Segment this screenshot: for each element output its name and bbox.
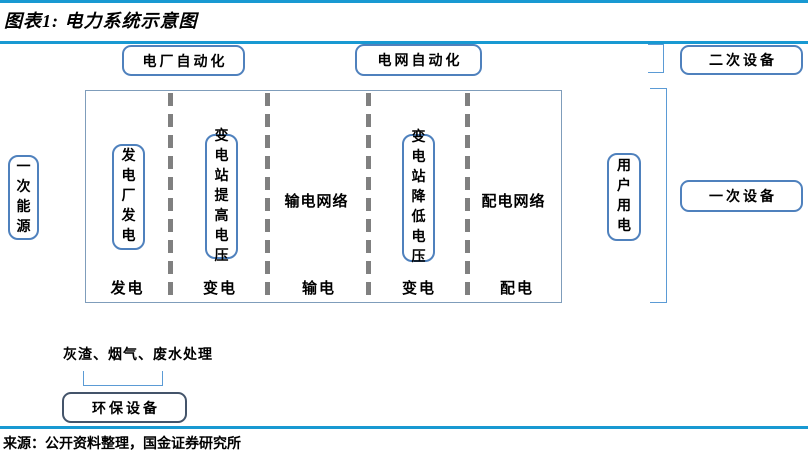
transmission-network-label: 输电网络 <box>284 194 349 210</box>
environmental-equipment-label: 环保设备 <box>92 401 160 417</box>
power-system-frame <box>85 90 562 303</box>
environmental-bracket <box>83 371 163 386</box>
grid-automation-box: 电网自动化 <box>355 44 482 76</box>
substation-step-down-box: 变电站降低电压 <box>402 130 435 265</box>
source-text: 来源：公开资料整理，国金证券研究所 <box>3 437 241 452</box>
stage-divider-4 <box>465 93 470 301</box>
stage-divider-3 <box>366 93 371 301</box>
plant-automation-box: 电厂自动化 <box>122 45 245 76</box>
stage-divider-2 <box>265 93 270 301</box>
primary-energy-box: 一次能源 <box>8 155 39 240</box>
top-rule <box>0 0 808 3</box>
substation-step-up-label: 变电站提高电压 <box>214 128 229 264</box>
stage-label-distribution: 配电 <box>499 281 534 297</box>
secondary-equipment-bracket <box>648 44 664 73</box>
environmental-equipment-box: 环保设备 <box>62 392 187 423</box>
primary-equipment-bracket <box>650 88 667 303</box>
substation-step-up-box: 变电站提高电压 <box>205 129 238 264</box>
stage-label-generation: 发电 <box>110 281 145 297</box>
user-consumption-box: 用户用电 <box>607 153 641 241</box>
secondary-equipment-label: 二次设备 <box>709 54 777 69</box>
waste-treatment-text: 灰渣、烟气、废水处理 <box>63 348 213 363</box>
stage-label-transmission: 输电 <box>301 281 336 297</box>
stage-label-transform-1: 变电 <box>202 281 237 297</box>
footer-rule <box>0 426 808 429</box>
plant-generation-box: 发电厂发电 <box>112 144 145 250</box>
stage-divider-1 <box>168 93 173 301</box>
primary-energy-label: 一次能源 <box>16 159 31 235</box>
stage-label-transform-2: 变电 <box>401 281 436 297</box>
title-divider-rule <box>0 41 808 44</box>
plant-automation-label: 电厂自动化 <box>142 54 228 70</box>
user-consumption-label: 用户用电 <box>617 159 631 234</box>
secondary-equipment-box: 二次设备 <box>680 45 803 75</box>
primary-equipment-box: 一次设备 <box>680 180 803 212</box>
grid-automation-label: 电网自动化 <box>377 54 463 69</box>
primary-equipment-label: 一次设备 <box>709 190 777 205</box>
figure-title: 图表1: 电力系统示意图 <box>4 11 198 31</box>
plant-generation-label: 发电厂发电 <box>121 149 136 244</box>
distribution-network-label: 配电网络 <box>481 194 546 210</box>
substation-step-down-label: 变电站降低电压 <box>411 130 426 265</box>
